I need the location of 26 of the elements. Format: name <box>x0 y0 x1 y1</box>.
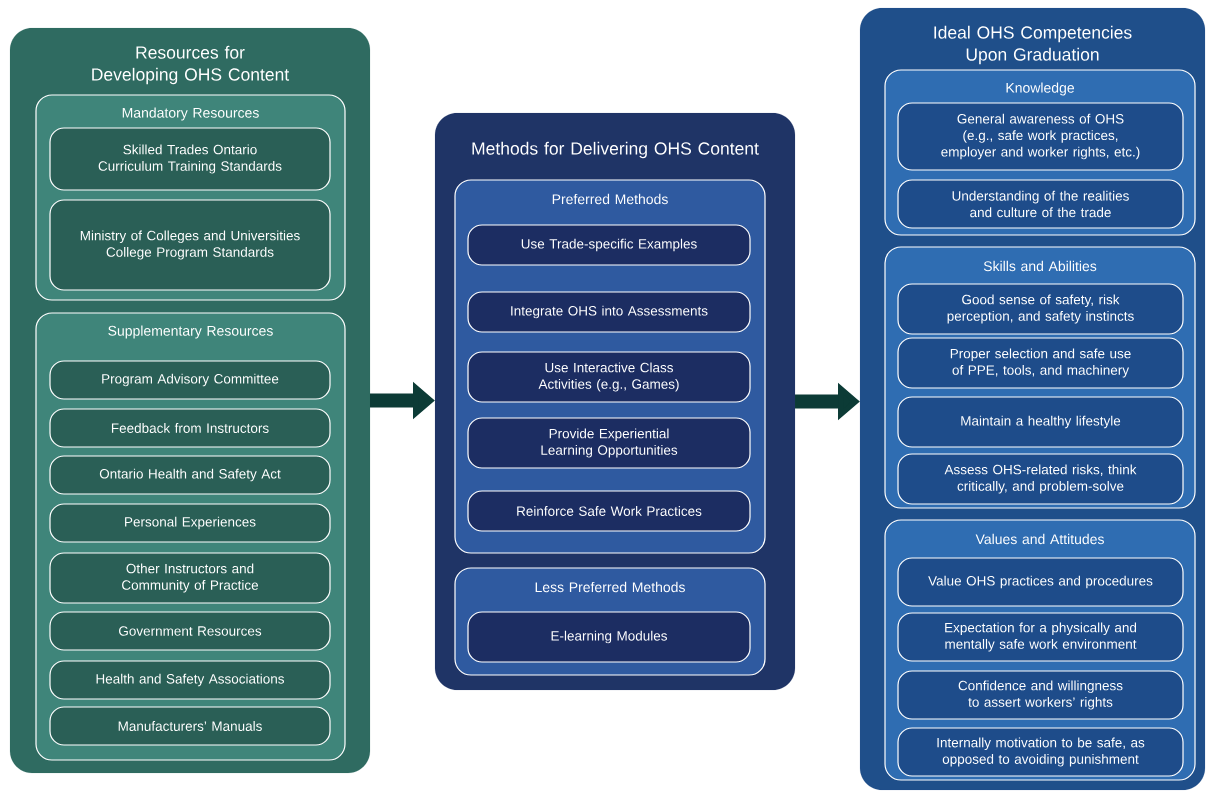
item-box: Government Resources <box>49 611 331 651</box>
item-box: Assess OHS-related risks, think critically, and problem-solve <box>897 453 1184 505</box>
item-box: Use Interactive Class Activities (e.g., Games) <box>467 351 751 403</box>
item-box: Health and Safety Associations <box>49 660 331 700</box>
item-box: Personal Experiences <box>49 503 331 543</box>
item-box: Skilled Trades Ontario Curriculum Training Standards <box>49 127 331 191</box>
item-box: Integrate OHS into Assessments <box>467 291 751 333</box>
item-box: Provide Experiential Learning Opportunities <box>467 417 751 469</box>
item-box: Internally motivation to be safe, as opposed to avoiding punishment <box>897 727 1184 777</box>
item-box: Good sense of safety, risk perception, and safety instincts <box>897 283 1184 335</box>
item-box: Feedback from Instructors <box>49 408 331 448</box>
item-box: Expectation for a physically and mentally safe work environment <box>897 612 1184 662</box>
item-box: Proper selection and safe use of PPE, tools, and machinery <box>897 337 1184 389</box>
item-box: Manufacturers’ Manuals <box>49 706 331 746</box>
item-box: Program Advisory Committee <box>49 360 331 400</box>
item-box: Ministry of Colleges and Universities College Program Standards <box>49 199 331 291</box>
item-box: Ontario Health and Safety Act <box>49 455 331 495</box>
item-box: Understanding of the realities and culture of the trade <box>897 179 1184 229</box>
item-box: Other Instructors and Community of Practice <box>49 552 331 604</box>
item-box: General awareness of OHS (e.g., safe work practices, employer and worker rights, etc.) <box>897 102 1184 171</box>
item-box: Confidence and willingness to assert workers’ rights <box>897 670 1184 720</box>
item-box: Use Trade-specific Examples <box>467 224 751 266</box>
item-box: Reinforce Safe Work Practices <box>467 490 751 532</box>
item-box: Maintain a healthy lifestyle <box>897 396 1184 448</box>
item-box: Value OHS practices and procedures <box>897 557 1184 607</box>
item-box: E-learning Modules <box>467 611 751 663</box>
